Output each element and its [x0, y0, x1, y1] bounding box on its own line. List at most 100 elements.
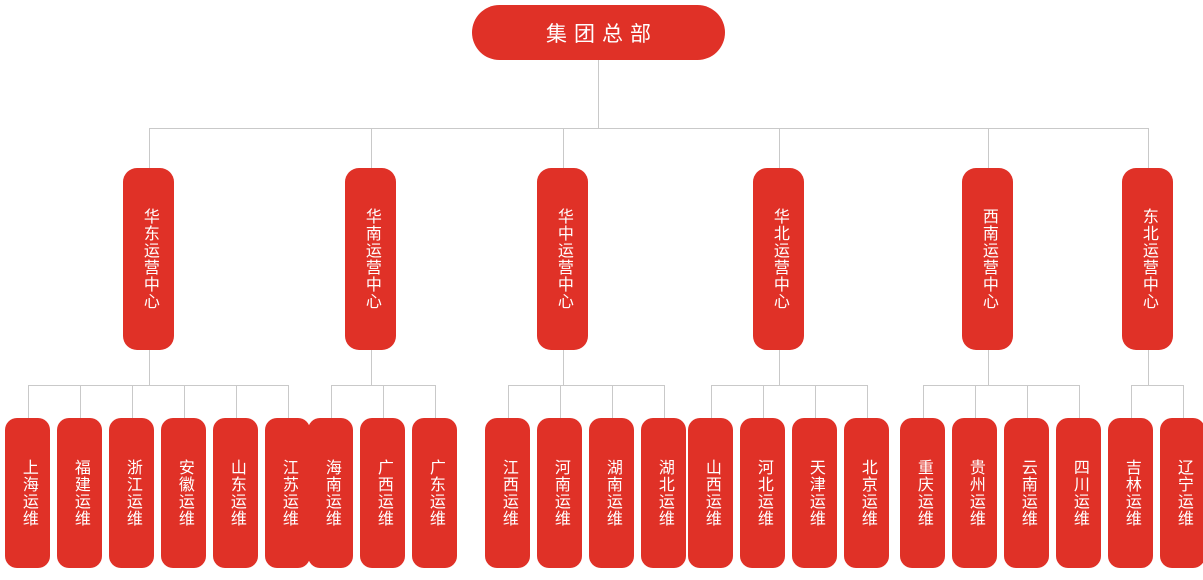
node-leaf-2-2-label: 湖南运维: [603, 459, 621, 527]
connector-leaf-bus-0: [27, 385, 288, 386]
connector-leaf-drop-1-2: [434, 385, 436, 418]
node-leaf-0-0-label: 上海运维: [19, 459, 37, 527]
connector-leaf-drop-0-2: [131, 385, 133, 418]
connector-leaf-drop-3-2: [814, 385, 816, 418]
node-leaf-4-1[interactable]: 贵州运维: [952, 418, 997, 568]
connector-leaf-drop-3-1: [762, 385, 764, 418]
connector-leaf-drop-3-3: [866, 385, 868, 418]
node-leaf-1-2-label: 广东运维: [426, 459, 444, 527]
connector-leaf-bus-3: [710, 385, 867, 386]
connector-leaf-drop-1-0: [330, 385, 332, 418]
connector-leaf-drop-1-1: [382, 385, 384, 418]
node-leaf-1-1-label: 广西运维: [374, 459, 392, 527]
node-leaf-0-1[interactable]: 福建运维: [57, 418, 102, 568]
connector-leaf-bus-4: [922, 385, 1079, 386]
node-root-headquarters[interactable]: 集团总部: [472, 5, 725, 60]
node-leaf-5-1-label: 辽宁运维: [1174, 459, 1192, 527]
node-center-1-label: 华南运营中心: [362, 208, 380, 310]
node-leaf-4-2[interactable]: 云南运维: [1004, 418, 1049, 568]
connector-leaf-drop-4-2: [1026, 385, 1028, 418]
connector-leaf-bus-2: [507, 385, 664, 386]
node-leaf-3-0[interactable]: 山西运维: [688, 418, 733, 568]
connector-group-stem-5: [1147, 350, 1149, 385]
node-leaf-0-2[interactable]: 浙江运维: [109, 418, 154, 568]
node-leaf-5-1[interactable]: 辽宁运维: [1160, 418, 1203, 568]
connector-leaf-drop-0-5: [287, 385, 289, 418]
node-center-5[interactable]: 东北运营中心: [1122, 168, 1173, 350]
node-leaf-3-3[interactable]: 北京运维: [844, 418, 889, 568]
node-center-2-label: 华中运营中心: [554, 208, 572, 310]
connector-leaf-drop-0-0: [27, 385, 29, 418]
node-leaf-2-3-label: 湖北运维: [655, 459, 673, 527]
node-leaf-0-5[interactable]: 江苏运维: [265, 418, 310, 568]
node-leaf-2-2[interactable]: 湖南运维: [589, 418, 634, 568]
node-leaf-3-2[interactable]: 天津运维: [792, 418, 837, 568]
connector-leaf-drop-2-1: [559, 385, 561, 418]
connector-leaf-bus-5: [1130, 385, 1183, 386]
connector-leaf-drop-0-4: [235, 385, 237, 418]
node-leaf-0-3-label: 安徽运维: [175, 459, 193, 527]
connector-group-stem-3: [778, 350, 780, 385]
connector-leaf-drop-4-0: [922, 385, 924, 418]
node-leaf-1-2[interactable]: 广东运维: [412, 418, 457, 568]
node-center-0-label: 华东运营中心: [140, 208, 158, 310]
node-leaf-4-3-label: 四川运维: [1070, 459, 1088, 527]
node-center-4[interactable]: 西南运营中心: [962, 168, 1013, 350]
node-leaf-3-1-label: 河北运维: [754, 459, 772, 527]
connector-center-drop-3: [778, 128, 780, 168]
node-leaf-1-1[interactable]: 广西运维: [360, 418, 405, 568]
connector-center-drop-0: [148, 128, 150, 168]
connector-group-stem-4: [987, 350, 989, 385]
connector-leaf-drop-4-3: [1078, 385, 1080, 418]
connector-center-drop-2: [562, 128, 564, 168]
connector-leaf-drop-5-0: [1130, 385, 1132, 418]
node-leaf-4-3[interactable]: 四川运维: [1056, 418, 1101, 568]
node-leaf-5-0[interactable]: 吉林运维: [1108, 418, 1153, 568]
connector-center-bus: [148, 128, 1148, 129]
connector-leaf-drop-0-3: [183, 385, 185, 418]
node-center-5-label: 东北运营中心: [1139, 208, 1157, 310]
connector-leaf-drop-4-1: [974, 385, 976, 418]
node-leaf-0-4-label: 山东运维: [227, 459, 245, 527]
node-leaf-2-0[interactable]: 江西运维: [485, 418, 530, 568]
node-leaf-1-0-label: 海南运维: [322, 459, 340, 527]
connector-leaf-drop-2-3: [663, 385, 665, 418]
node-leaf-0-2-label: 浙江运维: [123, 459, 141, 527]
connector-center-drop-5: [1147, 128, 1149, 168]
connector-leaf-drop-3-0: [710, 385, 712, 418]
node-leaf-2-1-label: 河南运维: [551, 459, 569, 527]
node-center-3-label: 华北运营中心: [770, 208, 788, 310]
node-leaf-3-0-label: 山西运维: [702, 459, 720, 527]
node-leaf-1-0[interactable]: 海南运维: [308, 418, 353, 568]
connector-center-drop-1: [370, 128, 372, 168]
node-leaf-3-1[interactable]: 河北运维: [740, 418, 785, 568]
connector-leaf-drop-0-1: [79, 385, 81, 418]
connector-leaf-drop-2-2: [611, 385, 613, 418]
node-leaf-0-4[interactable]: 山东运维: [213, 418, 258, 568]
connector-group-stem-0: [148, 350, 150, 385]
node-leaf-4-0[interactable]: 重庆运维: [900, 418, 945, 568]
connector-center-drop-4: [987, 128, 989, 168]
node-leaf-3-2-label: 天津运维: [806, 459, 824, 527]
node-center-3[interactable]: 华北运营中心: [753, 168, 804, 350]
node-leaf-0-1-label: 福建运维: [71, 459, 89, 527]
connector-leaf-drop-5-1: [1182, 385, 1184, 418]
node-leaf-0-3[interactable]: 安徽运维: [161, 418, 206, 568]
node-center-2[interactable]: 华中运营中心: [537, 168, 588, 350]
node-leaf-2-0-label: 江西运维: [499, 459, 517, 527]
node-leaf-0-5-label: 江苏运维: [279, 459, 297, 527]
node-leaf-4-2-label: 云南运维: [1018, 459, 1036, 527]
node-leaf-3-3-label: 北京运维: [858, 459, 876, 527]
node-center-0[interactable]: 华东运营中心: [123, 168, 174, 350]
connector-leaf-drop-2-0: [507, 385, 509, 418]
node-leaf-4-0-label: 重庆运维: [914, 459, 932, 527]
node-center-4-label: 西南运营中心: [979, 208, 997, 310]
connector-group-stem-2: [562, 350, 564, 385]
node-leaf-0-0[interactable]: 上海运维: [5, 418, 50, 568]
node-leaf-2-3[interactable]: 湖北运维: [641, 418, 686, 568]
node-center-1[interactable]: 华南运营中心: [345, 168, 396, 350]
node-leaf-2-1[interactable]: 河南运维: [537, 418, 582, 568]
connector-group-stem-1: [370, 350, 372, 385]
node-root-headquarters-label: 集团总部: [546, 22, 658, 46]
